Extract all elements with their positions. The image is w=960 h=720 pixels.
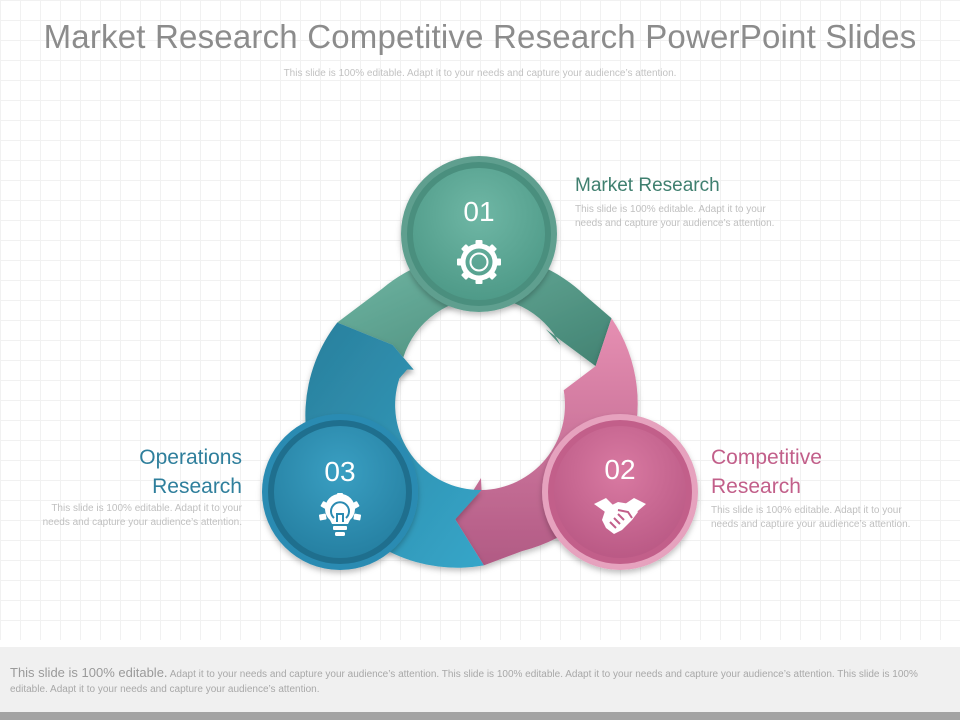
step-03-circle <box>262 414 418 570</box>
step-02-description: This slide is 100% editable. Adapt it to… <box>711 505 911 530</box>
bottom-bar <box>0 712 960 720</box>
arrow-segment-teal <box>337 253 612 379</box>
step-02-number: 02 <box>604 454 636 485</box>
step-02-title: Competitive Research <box>711 446 822 498</box>
lightbulb-gear-icon <box>318 493 362 536</box>
gear-icon <box>457 240 501 284</box>
step-01-number: 01 <box>463 196 495 227</box>
slide-title: Market Research Competitive Research Pow… <box>43 18 917 55</box>
step-03-title: Operations Research <box>139 446 242 498</box>
step-01-circle <box>401 156 557 312</box>
footer-body: Adapt it to your needs and capture your … <box>10 669 918 695</box>
step-01-description: This slide is 100% editable. Adapt it to… <box>575 204 775 229</box>
slide-subtitle: This slide is 100% editable. Adapt it to… <box>283 68 677 79</box>
footer-text: This slide is 100% editable. Adapt it to… <box>10 665 940 697</box>
step-03-description: This slide is 100% editable. Adapt it to… <box>42 503 242 528</box>
step-02-circle <box>542 414 698 570</box>
footer-lead: This slide is 100% editable. <box>10 665 168 680</box>
footer-panel: This slide is 100% editable. Adapt it to… <box>0 647 960 712</box>
handshake-icon <box>594 498 646 534</box>
step-01-title: Market Research <box>575 175 720 196</box>
cycle-diagram <box>262 156 698 570</box>
step-03-number: 03 <box>324 456 356 487</box>
